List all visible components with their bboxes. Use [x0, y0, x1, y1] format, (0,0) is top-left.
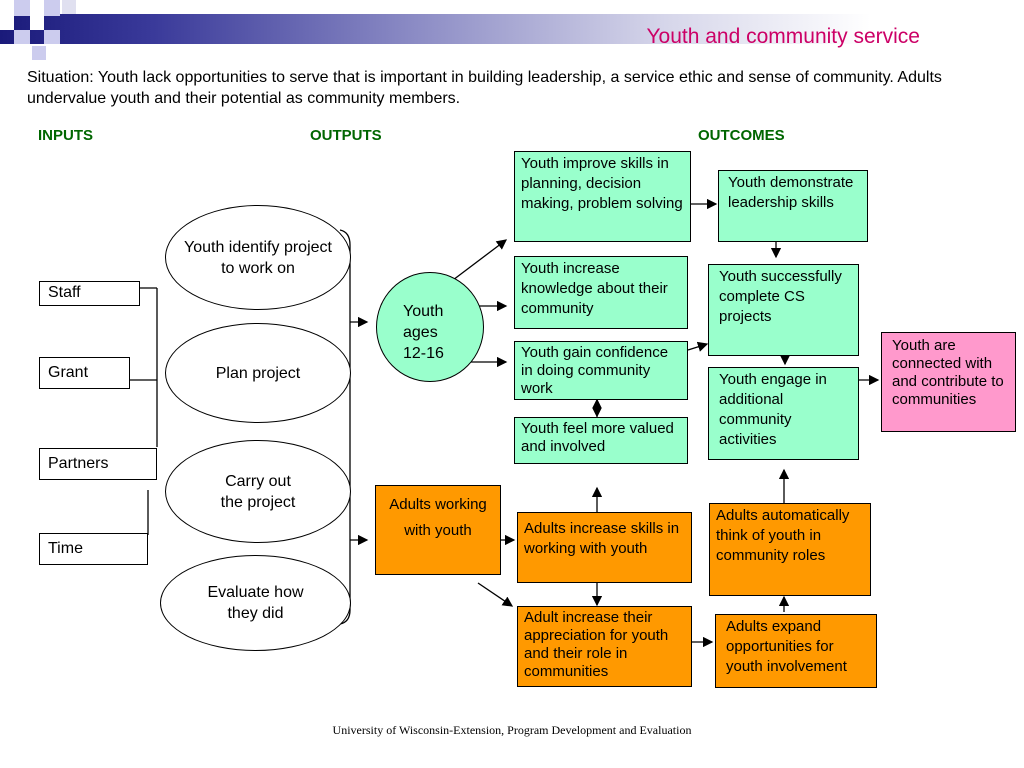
outcome-youth-skills: Youth improve skills in planning, decisi…: [514, 151, 691, 242]
header-square: [14, 0, 30, 16]
header-square: [30, 14, 44, 30]
activity-plan: Plan project: [165, 323, 351, 423]
outcomes-header: OUTCOMES: [698, 127, 785, 144]
outcome-adults-appreciation: Adult increase their appreciation for yo…: [517, 606, 692, 687]
header-square: [32, 46, 46, 60]
header-square: [0, 14, 14, 30]
outcome-youth-connected: Youth are connected with and contribute …: [881, 332, 1016, 432]
youth-label-1: Youth: [403, 303, 444, 320]
youth-label-3: 12-16: [403, 345, 444, 362]
input-partners: Partners: [39, 448, 157, 480]
activity-identify: Youth identify project to work on: [165, 205, 351, 310]
header-square: [44, 0, 60, 16]
input-staff: Staff: [39, 281, 140, 306]
participants-adults: Adults working with youth: [375, 485, 501, 575]
participants-youth: Youth ages 12-16: [376, 272, 484, 382]
outcome-youth-engage: Youth engage in additional community act…: [708, 367, 859, 460]
situation-text: Situation: Youth lack opportunities to s…: [27, 69, 942, 107]
youth-label-2: ages: [403, 324, 438, 341]
activity-evaluate: Evaluate how they did: [160, 555, 351, 651]
header-square: [14, 30, 30, 44]
header-square: [44, 30, 60, 44]
activity-carry-out: Carry out the project: [165, 440, 351, 543]
header-band: [0, 14, 1024, 44]
slide-title: Youth and community service: [646, 25, 920, 48]
inputs-header: INPUTS: [38, 127, 94, 144]
outcome-youth-confidence: Youth gain confidence in doing community…: [514, 341, 688, 400]
outcome-youth-valued: Youth feel more valued and involved: [514, 417, 688, 464]
outcome-adults-expand: Adults expand opportunities for youth in…: [715, 614, 877, 688]
footer-credit: University of Wisconsin-Extension, Progr…: [332, 723, 692, 737]
outcome-youth-leadership: Youth demonstrate leadership skills: [718, 170, 868, 242]
outcome-adults-think: Adults automatically think of youth in c…: [709, 503, 871, 596]
outcome-youth-knowledge: Youth increase knowledge about their com…: [514, 256, 688, 329]
outcome-youth-complete: Youth successfully complete CS projects: [708, 264, 859, 356]
header-square: [62, 0, 76, 14]
outcome-adults-skills: Adults increase skills in working with y…: [517, 512, 692, 583]
outputs-header: OUTPUTS: [310, 127, 382, 144]
input-grant: Grant: [39, 357, 130, 389]
input-time: Time: [39, 533, 148, 565]
